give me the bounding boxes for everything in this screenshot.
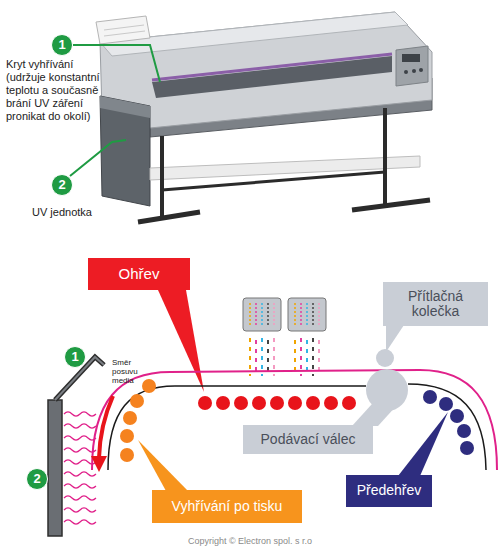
stand-crossbar [162, 172, 385, 190]
media-roll [150, 156, 420, 180]
callout-text: Kryt vyhřívání (udržuje konstantní teplo… [6, 58, 114, 123]
node-text: Předehřev [357, 483, 422, 498]
feed-roller [366, 369, 408, 411]
pinch-roller [376, 349, 394, 367]
arrow-head [91, 456, 107, 472]
heater-elements [198, 396, 356, 410]
panel-button [412, 69, 416, 73]
callout-circle-shape [65, 347, 86, 368]
nozzle-rows [250, 303, 319, 327]
node-text: Ohřev [119, 266, 160, 283]
feed-roller-label-box: Podávací válec [243, 425, 373, 454]
callout-tail [138, 440, 188, 491]
uv-unit [100, 96, 150, 206]
callout-number: 2 [51, 174, 73, 196]
pinch-roller-label-box: Přítlačná kolečka [383, 282, 488, 326]
node-text: Přítlačná kolečka [387, 289, 484, 320]
feed-direction-arrow [99, 396, 113, 458]
direction-note: Směr posuvu media [112, 358, 146, 385]
callout-circle-shape [52, 175, 73, 196]
pre-heater-elements [423, 390, 474, 455]
panel-button [419, 68, 423, 72]
ink-bay-line [104, 25, 144, 30]
callout-tail [398, 412, 448, 476]
uv-panel [48, 400, 62, 536]
uv-light-waves [64, 412, 96, 524]
panel-button [404, 70, 408, 74]
node-text: Podávací válec [261, 432, 356, 447]
node-text: 2 [58, 178, 65, 192]
stand-foot [138, 212, 200, 222]
pre-heater-label-box: Předehřev [346, 475, 432, 507]
control-panel [396, 46, 428, 86]
print-head [288, 298, 326, 331]
printer-housing [100, 12, 432, 128]
panel-display [402, 54, 420, 62]
callout-number: 1 [64, 346, 86, 368]
print-heads [243, 298, 326, 376]
stand-leg [383, 108, 387, 206]
print-head [243, 298, 281, 331]
node-text: 1 [58, 38, 65, 52]
media-path [92, 370, 497, 470]
ink-bay [96, 16, 150, 44]
callout-tail [158, 290, 204, 392]
callout-circle-shape [27, 469, 48, 490]
post-heater-elements [120, 379, 156, 462]
stand-foot [352, 200, 430, 210]
callout-number: 2 [26, 468, 48, 490]
post-heater-label-box: Vyhřívání po tisku [152, 490, 302, 523]
stand-leg [160, 136, 164, 216]
purple-stripe [152, 54, 392, 80]
callout-number: 1 [51, 34, 73, 56]
platen-line [408, 384, 486, 470]
heater-label-box: Ohřev [88, 258, 190, 290]
node-text: 1 [71, 350, 78, 364]
printer-illustration [96, 12, 432, 222]
heater-cover [100, 96, 150, 118]
ink-bay-line [104, 31, 145, 36]
leader-line [70, 140, 126, 176]
copyright-note: Copyright © Electron spol. s r.o [125, 536, 375, 547]
callout-circle-shape [52, 35, 73, 56]
callout-tail [386, 325, 404, 352]
node-text: Vyhřívání po tisku [172, 499, 283, 514]
callout-text: UV jednotka [32, 206, 112, 219]
node-text: 2 [33, 472, 40, 486]
